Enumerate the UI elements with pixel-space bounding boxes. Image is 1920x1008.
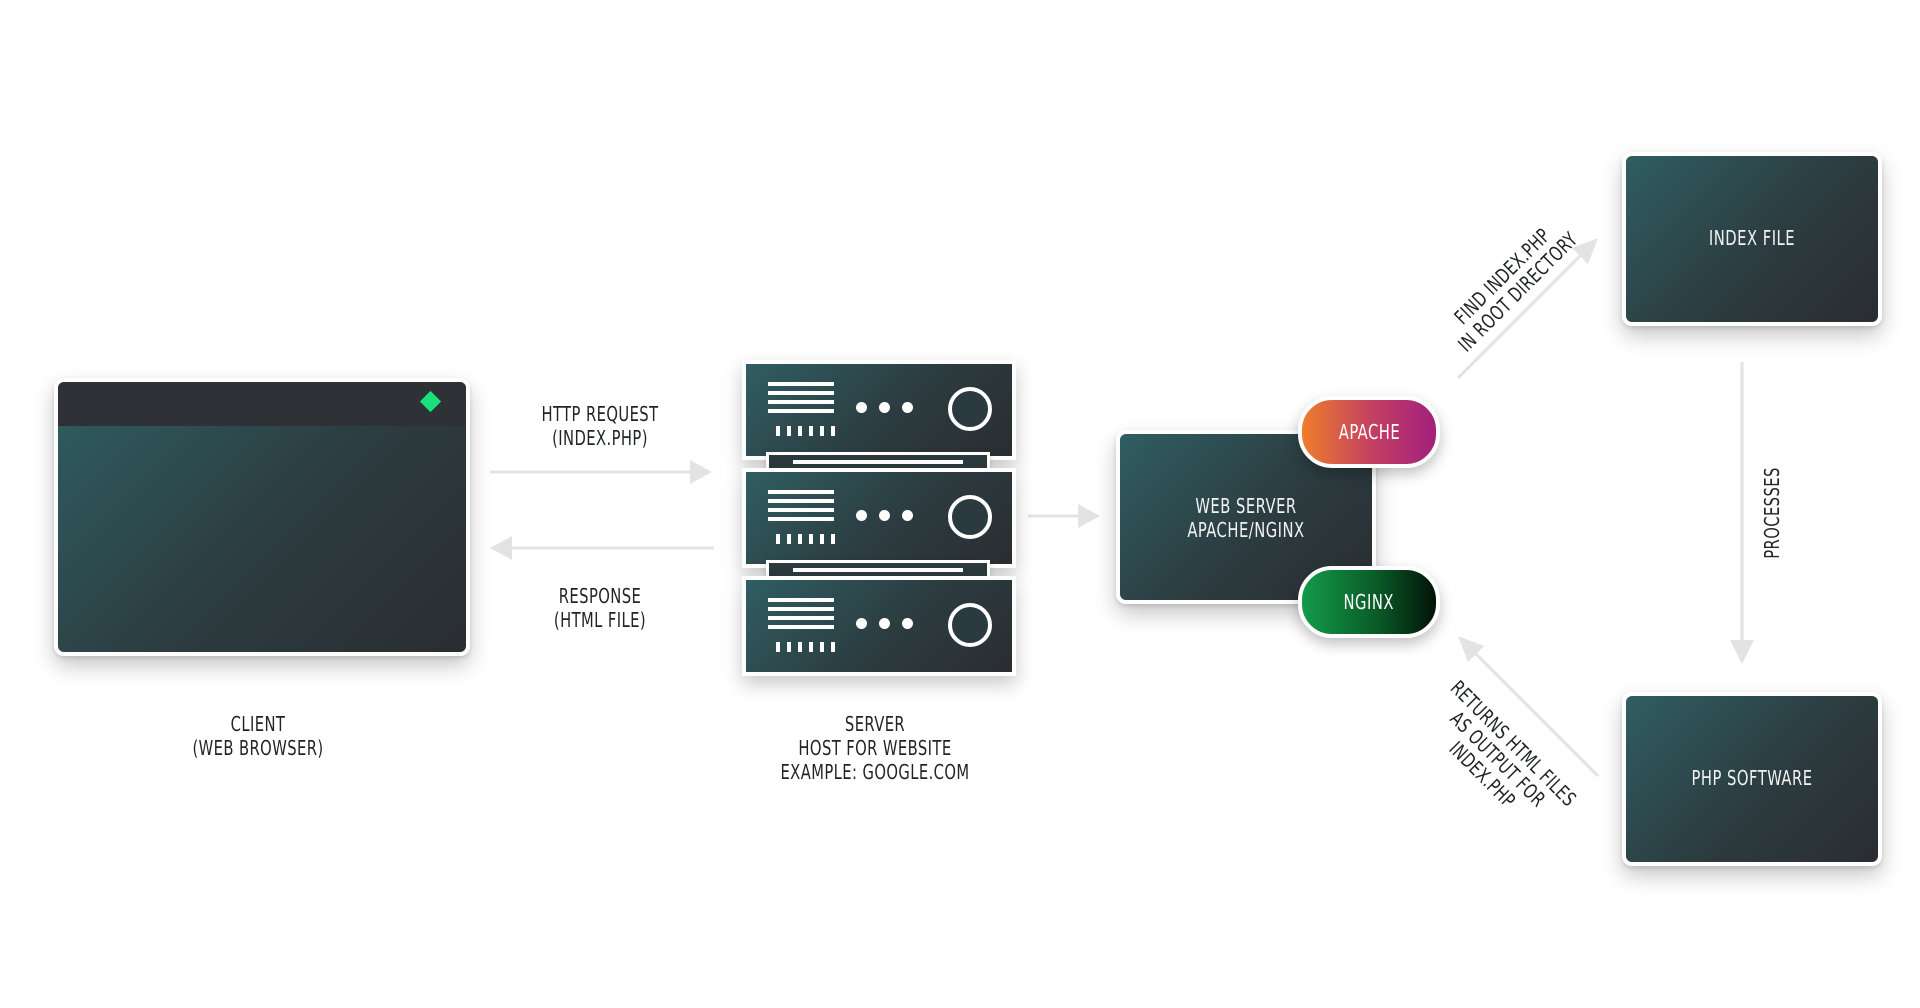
server-rack-unit-1 (742, 360, 1016, 460)
client-label-line2: (WEB BROWSER) (192, 736, 324, 760)
processes-arrow-head (1730, 640, 1754, 664)
server-rack-unit-2 (742, 468, 1016, 568)
apache-pill: APACHE (1298, 396, 1440, 468)
server-label-line3: EXAMPLE: GOOGLE.COM (780, 760, 970, 784)
response-arrow-head (490, 536, 512, 560)
request-arrow-head (690, 460, 712, 484)
power-knob-icon (948, 387, 992, 431)
browser-titlebar (58, 382, 466, 426)
index-file-box: INDEX FILE (1622, 152, 1882, 326)
vent-lines-icon (768, 490, 834, 526)
server-rack-unit-3 (742, 576, 1016, 676)
php-software-label: PHP SOFTWARE (1691, 766, 1813, 790)
server-label-line1: SERVER (844, 712, 906, 736)
processes-text: PROCESSES (1760, 467, 1784, 559)
find-arrow-head (1572, 238, 1598, 264)
returns-arrow (1470, 648, 1600, 778)
client-browser-window (54, 378, 470, 656)
status-diamond-icon (419, 390, 442, 413)
response-label-line1: RESPONSE (558, 584, 642, 608)
server-label: SERVER HOST FOR WEBSITE EXAMPLE: GOOGLE.… (777, 712, 974, 784)
drive-ticks-icon (776, 534, 835, 544)
nginx-pill: NGINX (1298, 566, 1440, 638)
response-label-line2: (HTML FILE) (553, 608, 647, 632)
drive-ticks-icon (776, 426, 835, 436)
status-leds-icon (856, 402, 913, 413)
returns-arrow-head (1458, 636, 1484, 662)
vent-lines-icon (768, 382, 834, 418)
response-label: RESPONSE (HTML FILE) (534, 584, 665, 632)
request-label: HTTP REQUEST (INDEX.PHP) (534, 402, 665, 450)
nginx-label: NGINX (1343, 590, 1395, 614)
client-label-line1: CLIENT (230, 712, 286, 736)
status-leds-icon (856, 510, 913, 521)
apache-label: APACHE (1338, 420, 1400, 444)
find-arrow (1456, 250, 1586, 380)
status-leds-icon (856, 618, 913, 629)
client-label: CLIENT (WEB BROWSER) (176, 712, 340, 760)
web-server-line2: APACHE/NGINX (1187, 518, 1305, 542)
power-knob-icon (948, 603, 992, 647)
processes-label: PROCESSES (1760, 464, 1784, 562)
index-file-label: INDEX FILE (1708, 226, 1796, 250)
php-software-box: PHP SOFTWARE (1622, 692, 1882, 866)
request-label-line1: HTTP REQUEST (541, 402, 659, 426)
drive-ticks-icon (776, 642, 835, 652)
web-server-line1: WEB SERVER (1195, 494, 1297, 518)
request-label-line2: (INDEX.PHP) (552, 426, 648, 450)
power-knob-icon (948, 495, 992, 539)
server-webserver-arrow-head (1078, 504, 1100, 528)
vent-lines-icon (768, 598, 834, 634)
server-label-line2: HOST FOR WEBSITE (798, 736, 952, 760)
